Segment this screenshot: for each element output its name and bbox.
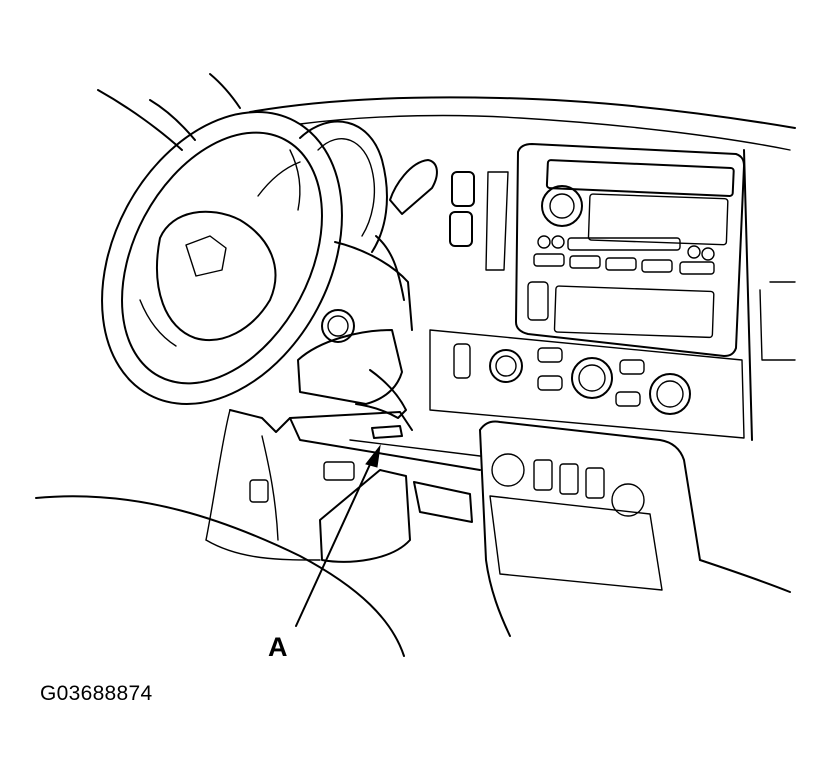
audio-unit xyxy=(515,143,745,357)
center-vents xyxy=(449,171,509,271)
seat-foreground xyxy=(35,495,405,657)
lower-console xyxy=(479,420,791,637)
climate-controls xyxy=(429,329,745,439)
callout-arrow xyxy=(295,444,381,627)
callout-label-a: A xyxy=(268,632,288,662)
figure-id: G03688874 xyxy=(40,682,153,705)
right-dashboard-edge xyxy=(743,149,796,441)
instrument-cluster xyxy=(289,120,388,253)
windshield-pillar xyxy=(97,73,241,151)
steering-wheel xyxy=(101,111,343,405)
lower-dash-panel xyxy=(205,409,481,563)
steering-column xyxy=(297,159,438,419)
dashboard-top xyxy=(249,96,796,151)
